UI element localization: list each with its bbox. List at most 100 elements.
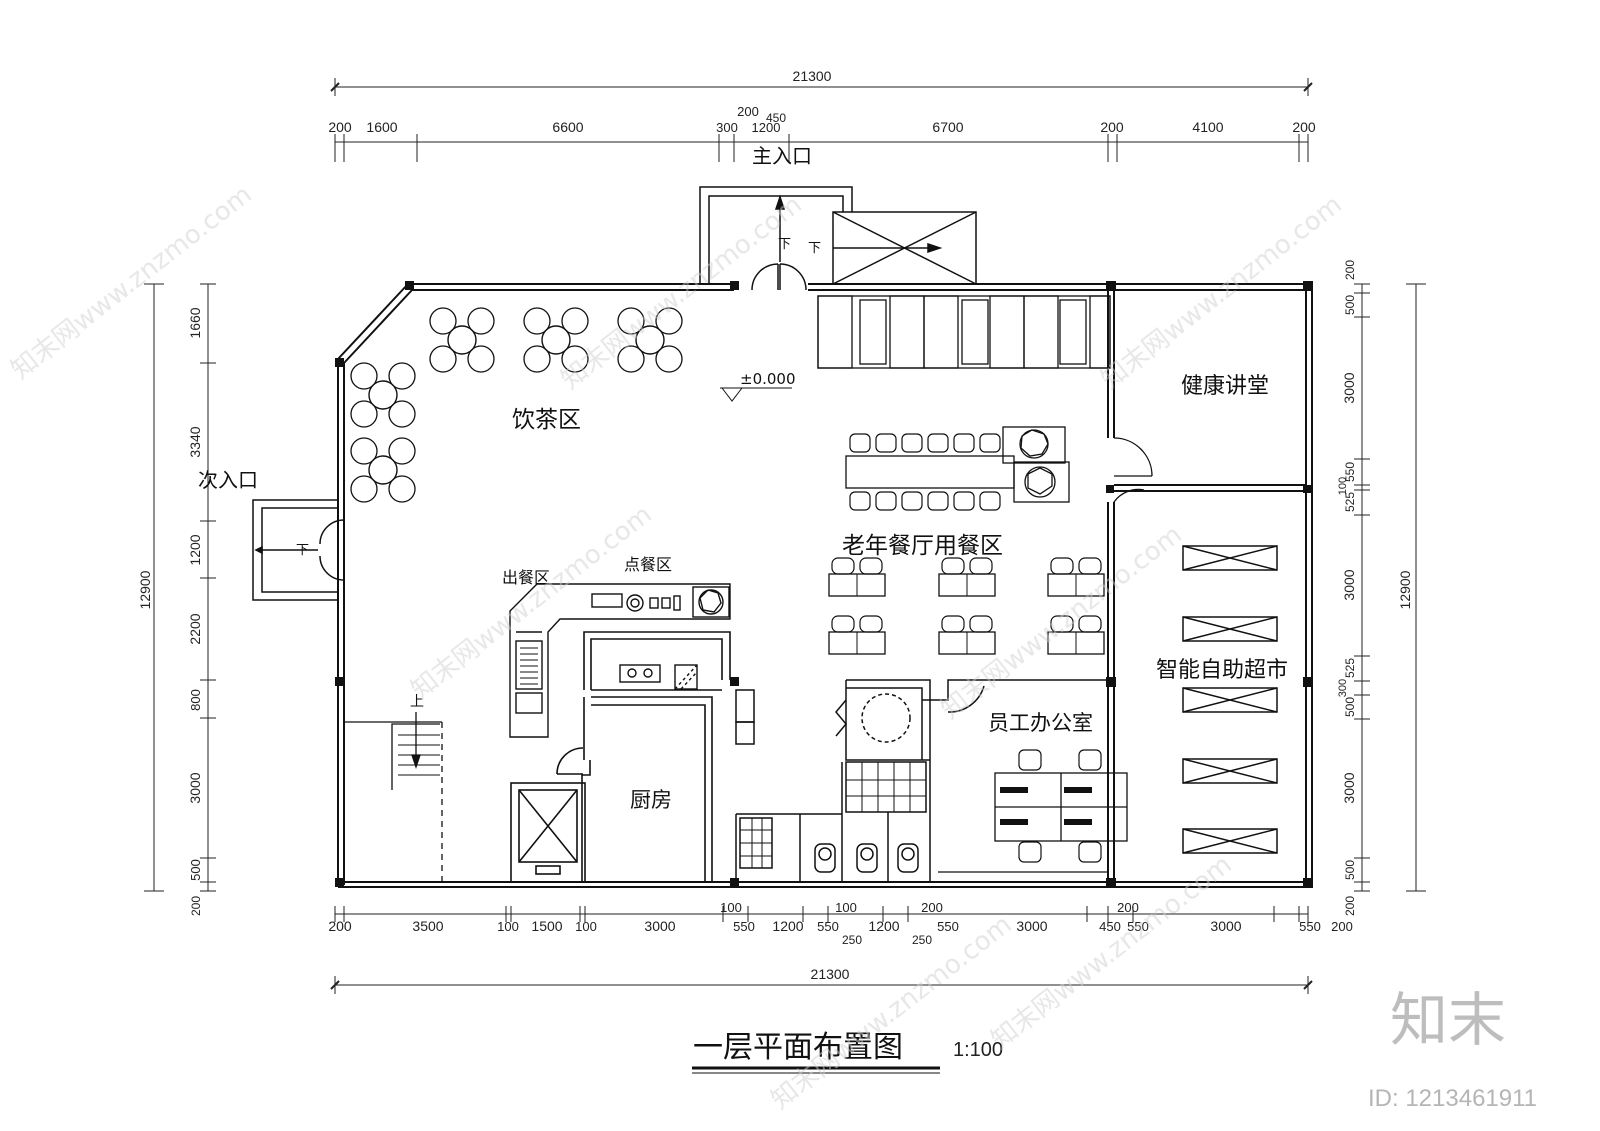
top-dim-2: 1600	[366, 119, 397, 135]
computer-monitor	[1064, 787, 1092, 793]
bottom-dim-small-1: 250	[842, 933, 862, 947]
office-chair	[1018, 749, 1042, 771]
stairs-up-label: 上	[410, 694, 424, 710]
bottom-dim-14: 550	[1127, 919, 1149, 934]
right-dim-5: 100	[1337, 477, 1349, 495]
market-shelves	[1182, 545, 1278, 854]
level-label: ±0.000	[740, 370, 796, 388]
left-dimensions: 12900 1660 3340 1200 2200 800 3000 500 2…	[137, 283, 216, 916]
left-dim-7: 500	[188, 859, 203, 881]
down-label-main-1: 下	[778, 237, 791, 252]
bottom-dim-12: 3000	[1016, 918, 1047, 934]
bottom-dim-7: 550	[733, 919, 755, 934]
order-area-label: 点餐区	[624, 555, 672, 574]
right-dim-7: 3000	[1341, 569, 1357, 600]
top-dim-1: 200	[328, 119, 352, 135]
tea-tables	[350, 307, 683, 503]
bottom-dim-5: 100	[575, 919, 597, 934]
right-dim-4: 550	[1343, 462, 1357, 482]
outer-walls	[337, 283, 1313, 888]
computer-monitor	[1000, 819, 1028, 825]
bottom-dimensions: 200 3500 100 1500 100 3000 550 1200 550 …	[328, 900, 1353, 994]
bottom-dim-upper-2: 100	[835, 900, 857, 915]
round-tea-table	[350, 362, 416, 428]
left-dim-2: 3340	[187, 426, 203, 457]
right-dim-10: 500	[1343, 697, 1357, 717]
round-tea-table	[523, 307, 589, 373]
znzmo-logo: 知末	[1390, 986, 1506, 1054]
chair	[927, 433, 949, 453]
top-dim-small-b: 450	[766, 111, 786, 125]
chair	[927, 491, 949, 511]
bottom-dim-small-2: 250	[912, 933, 932, 947]
top-dimensions: 21300 200 1600 6600 300 1200 6700 200 41…	[328, 68, 1316, 162]
top-dim-small-a: 200	[737, 104, 759, 119]
left-dim-1: 1660	[187, 307, 203, 338]
chair	[953, 433, 975, 453]
watermark-1: 知末网www.znzmo.com	[6, 180, 258, 386]
office-label: 员工办公室	[988, 711, 1093, 735]
right-dim-1: 200	[1343, 260, 1357, 280]
right-dim-3: 3000	[1341, 372, 1357, 403]
right-dim-11: 3000	[1341, 772, 1357, 803]
right-dim-8: 525	[1343, 658, 1357, 678]
top-dim-6: 6700	[932, 119, 963, 135]
right-dim-13: 200	[1343, 896, 1357, 916]
left-dim-6: 3000	[187, 772, 203, 803]
round-tea-table	[350, 437, 416, 503]
dining-area-label: 老年餐厅用餐区	[842, 533, 1003, 559]
watermark-2: 知末网www.znzmo.com	[556, 190, 808, 396]
bottom-dim-11: 550	[937, 919, 959, 934]
bottom-dim-17: 200	[1331, 919, 1353, 934]
chair	[953, 491, 975, 511]
chair	[849, 433, 871, 453]
four-seat-table	[828, 557, 886, 597]
bottom-dim-4: 1500	[531, 918, 562, 934]
planters	[1002, 426, 1070, 503]
office-chair	[1078, 841, 1102, 863]
bottom-dim-10: 1200	[868, 918, 899, 934]
lecture-hall-label: 健康讲堂	[1181, 374, 1269, 399]
top-total-dim: 21300	[793, 68, 832, 84]
chair	[849, 491, 871, 511]
top-dim-8: 4100	[1192, 119, 1223, 135]
bottom-dim-upper-4: 200	[1117, 900, 1139, 915]
four-seat-table	[1047, 557, 1105, 597]
left-dim-3: 1200	[187, 534, 203, 565]
top-dim-9: 200	[1292, 119, 1316, 135]
main-entrance	[699, 186, 977, 291]
down-label-side: 下	[296, 543, 309, 558]
four-seat-table	[828, 615, 886, 655]
level-marker	[720, 387, 792, 402]
columns	[335, 281, 1313, 888]
image-id: ID: 1213461911	[1368, 1085, 1537, 1112]
right-dim-2: 500	[1343, 295, 1357, 315]
interior-doors	[1113, 437, 1153, 503]
serve-area-label: 出餐区	[502, 568, 550, 587]
chair	[875, 491, 897, 511]
office-chair	[1018, 841, 1042, 863]
four-seat-table	[1047, 615, 1105, 655]
right-dim-6: 525	[1343, 492, 1357, 512]
kitchen-walls	[510, 631, 731, 883]
bottom-dim-6: 3000	[644, 918, 675, 934]
left-total-dim: 12900	[137, 570, 153, 609]
bottom-dim-3: 100	[497, 919, 519, 934]
kitchen-counter	[509, 583, 731, 738]
main-entrance-label: 主入口	[752, 144, 812, 168]
bottom-dim-8: 1200	[772, 918, 803, 934]
office-chairs	[1000, 749, 1102, 863]
chair	[979, 491, 1001, 511]
smart-market-label: 智能自助超市	[1156, 658, 1288, 683]
bottom-total-dim: 21300	[811, 966, 850, 982]
four-seat-table	[938, 615, 996, 655]
top-dim-5: 1200	[752, 120, 781, 135]
top-dim-4: 300	[716, 120, 738, 135]
chair	[901, 433, 923, 453]
long-dining-table	[845, 455, 1015, 489]
bottom-dim-2: 3500	[412, 918, 443, 934]
top-dim-3: 6600	[552, 119, 583, 135]
bottom-dim-1: 200	[328, 918, 352, 934]
left-dim-5: 800	[188, 689, 203, 711]
office-chair	[1078, 749, 1102, 771]
